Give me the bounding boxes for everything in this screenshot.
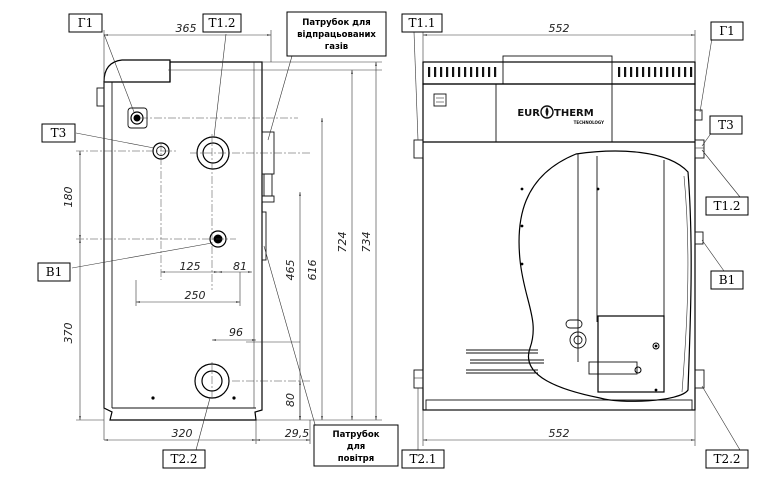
front-plinth: [425, 399, 693, 411]
note-air-line-3: повітря: [338, 453, 374, 464]
brand-name-right: THERM: [554, 108, 594, 119]
dim-552-bottom: 552: [549, 427, 570, 440]
brand-logo: EUR THERM TECHNOLOGY: [517, 105, 604, 125]
label-b1-front: В1: [719, 273, 735, 287]
vent-slot: [428, 67, 431, 77]
front-view: EUR THERM TECHNOLOGY: [401, 13, 749, 469]
front-cutaway-outline: [518, 150, 692, 402]
side-foot-left: [151, 396, 155, 400]
brand-flame-icon: [540, 105, 554, 119]
label-g1: Г1: [78, 16, 94, 30]
exhaust-pipe-lower: [263, 173, 273, 197]
label-b1: В1: [46, 265, 62, 279]
dim-81: 81: [233, 260, 247, 273]
vent-slot: [618, 67, 621, 77]
vent-slot: [684, 67, 687, 77]
vent-slot: [690, 67, 693, 77]
g1-front-connection: [694, 109, 703, 121]
dim-724: 724: [336, 232, 349, 253]
dim-250: 250: [185, 289, 206, 302]
note-exhaust-line-3: газів: [325, 41, 348, 52]
vent-slot: [654, 67, 657, 77]
vent-slot: [482, 67, 485, 77]
front-top-cap: [502, 55, 613, 85]
t2-1-connection: [413, 369, 424, 389]
burner-block: [597, 315, 665, 393]
vent-slot: [440, 67, 443, 77]
vent-slot: [624, 67, 627, 77]
burner-tube: [588, 361, 638, 375]
vent-slot: [476, 67, 479, 77]
dim-320: 320: [172, 427, 193, 440]
exhaust-pipe-flange: [261, 195, 275, 203]
vent-slot: [494, 67, 497, 77]
dim-370: 370: [62, 323, 75, 344]
dim-616: 616: [306, 260, 319, 281]
label-t2-2-front: Т2.2: [713, 452, 740, 466]
vent-slot: [488, 67, 491, 77]
label-t1-2: Т1.2: [208, 16, 235, 30]
label-g1-front: Г1: [719, 24, 735, 38]
vent-slot: [470, 67, 473, 77]
side-view: 365 180 370 125 81 250 96 320 29,5 465 6…: [37, 11, 399, 469]
side-handle: [96, 87, 105, 107]
label-t1-2-front: Т1.2: [713, 199, 740, 213]
front-body-outline: [422, 83, 696, 411]
side-foot-right: [232, 396, 236, 400]
vent-slot: [630, 67, 633, 77]
t1-1-connection: [413, 139, 424, 159]
dim-734: 734: [360, 232, 373, 253]
label-t3-front: Т3: [718, 118, 734, 132]
t1-2-front-connection: [694, 139, 705, 159]
vent-slot: [636, 67, 639, 77]
note-air-line-1: Патрубок: [333, 429, 380, 440]
dim-552-top: 552: [549, 22, 570, 35]
vent-slot: [452, 67, 455, 77]
note-exhaust-line-1: Патрубок для: [302, 17, 370, 28]
vent-slot: [660, 67, 663, 77]
vent-slot: [648, 67, 651, 77]
air-pipe: [261, 211, 267, 261]
side-top-lid: [103, 59, 171, 83]
label-t2-2: Т2.2: [170, 452, 197, 466]
dim-180: 180: [62, 187, 75, 208]
front-vent-slots: [428, 67, 693, 77]
vent-slot: [678, 67, 681, 77]
label-t1-1: Т1.1: [408, 16, 435, 30]
vent-slot: [642, 67, 645, 77]
front-control-knob: [433, 93, 447, 107]
dim-96: 96: [229, 326, 243, 339]
dim-365: 365: [176, 22, 197, 35]
label-t2-1: Т2.1: [409, 452, 436, 466]
brand-name-left: EUR: [517, 108, 540, 119]
note-exhaust-line-2: відпрацьованих: [297, 29, 376, 40]
b1-front-connection: [694, 231, 704, 245]
vent-slot: [464, 67, 467, 77]
dim-80: 80: [284, 393, 297, 407]
vent-slot: [666, 67, 669, 77]
dim-125: 125: [180, 260, 201, 273]
dim-465: 465: [284, 260, 297, 281]
brand-tagline: TECHNOLOGY: [574, 120, 604, 125]
vent-slot: [434, 67, 437, 77]
vent-slot: [672, 67, 675, 77]
vent-slot: [458, 67, 461, 77]
note-air-line-2: для: [347, 442, 366, 452]
dim-29-5: 29,5: [285, 427, 310, 440]
vent-slot: [446, 67, 449, 77]
label-t3: Т3: [51, 126, 67, 140]
t2-2-front-connection: [694, 369, 705, 389]
